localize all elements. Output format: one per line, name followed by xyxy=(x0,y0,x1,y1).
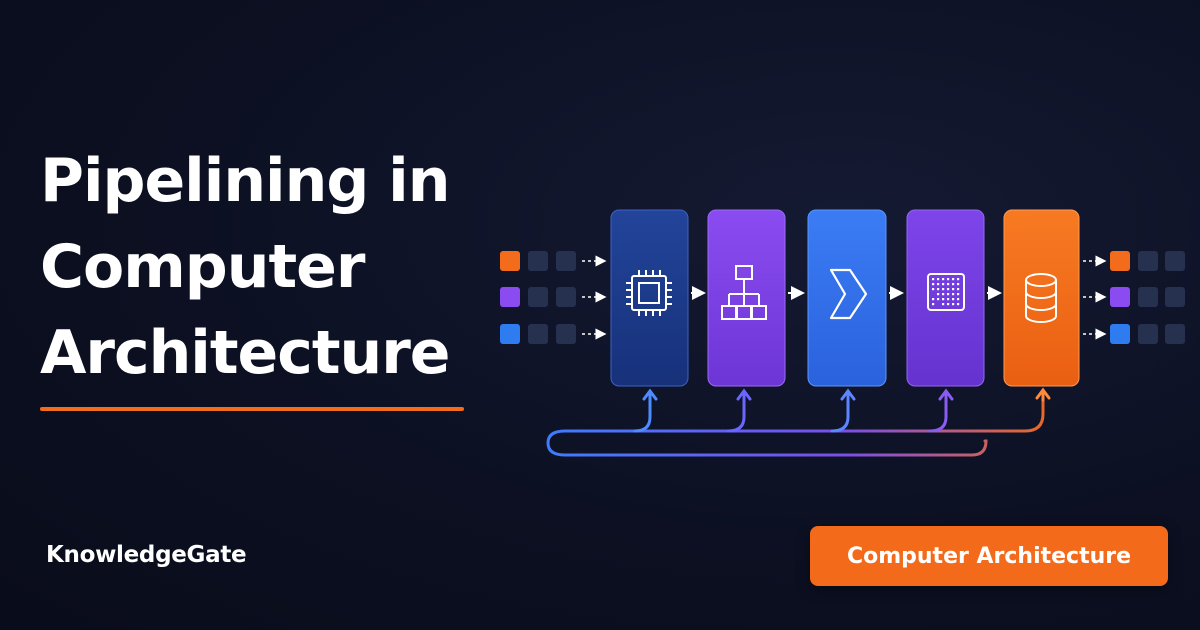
chip-dot xyxy=(932,278,935,281)
chip-dot xyxy=(942,298,945,301)
title-line-1: Pipelining in xyxy=(40,146,450,216)
chip-dot xyxy=(952,288,955,291)
output-square-purple xyxy=(1110,287,1130,307)
chip-dot xyxy=(932,283,935,286)
input-square-empty xyxy=(528,324,548,344)
page-title: Pipelining in Computer Architecture xyxy=(40,138,450,396)
pipeline-stage-3 xyxy=(807,209,887,387)
feedback-loop xyxy=(546,387,1051,457)
output-square-orange xyxy=(1110,251,1130,271)
chip-dot xyxy=(957,288,960,291)
chip-dot xyxy=(942,303,945,306)
output-square-empty xyxy=(1138,287,1158,307)
chip-dot xyxy=(932,298,935,301)
chip-dot xyxy=(947,278,950,281)
chip-dot xyxy=(947,303,950,306)
chip-dot xyxy=(957,293,960,296)
chip-dot xyxy=(937,283,940,286)
chip-dot xyxy=(957,298,960,301)
chip-dot xyxy=(952,283,955,286)
chip-dot xyxy=(947,293,950,296)
output-square-empty xyxy=(1165,324,1185,344)
chip-dot xyxy=(937,288,940,291)
pipeline-stage-4 xyxy=(906,209,985,387)
input-square-empty xyxy=(556,251,576,271)
chip-dot xyxy=(937,298,940,301)
chip-dot xyxy=(947,298,950,301)
input-square-empty xyxy=(556,287,576,307)
output-square-empty xyxy=(1165,251,1185,271)
hierarchy-icon xyxy=(721,265,767,320)
chip-dot xyxy=(952,293,955,296)
chip-dot xyxy=(947,288,950,291)
chip-dot xyxy=(952,298,955,301)
output-square-empty xyxy=(1138,324,1158,344)
chip-dot xyxy=(942,278,945,281)
dot-grid-chip-icon xyxy=(927,273,965,311)
topic-tag-button[interactable]: Computer Architecture xyxy=(810,526,1168,586)
input-square-empty xyxy=(528,287,548,307)
chip-dot xyxy=(947,283,950,286)
cpu-chip-icon xyxy=(626,270,672,316)
chip-dot xyxy=(932,288,935,291)
chip-dot xyxy=(942,288,945,291)
input-square-empty xyxy=(556,324,576,344)
pipeline-stage-1 xyxy=(610,209,689,387)
arrow-chevron-icon xyxy=(829,268,868,320)
chip-dot xyxy=(937,293,940,296)
chip-dot xyxy=(937,278,940,281)
chip-dot xyxy=(942,293,945,296)
input-square-empty xyxy=(528,251,548,271)
database-icon xyxy=(1025,273,1057,323)
chip-dot xyxy=(952,278,955,281)
title-line-3: Architecture xyxy=(40,318,450,388)
pipeline-stage-2 xyxy=(707,209,786,387)
output-queue xyxy=(1083,251,1185,344)
brand-name: KnowledgeGate xyxy=(46,542,247,568)
input-square-blue xyxy=(500,324,520,344)
pipeline-stage-5 xyxy=(1003,209,1080,387)
input-square-orange xyxy=(500,251,520,271)
input-square-purple xyxy=(500,287,520,307)
chip-dot xyxy=(942,283,945,286)
chip-dot xyxy=(952,303,955,306)
chip-dot xyxy=(957,283,960,286)
chip-dot xyxy=(957,303,960,306)
output-square-blue xyxy=(1110,324,1130,344)
title-line-2: Computer xyxy=(40,232,365,302)
output-square-empty xyxy=(1138,251,1158,271)
chip-dot xyxy=(932,303,935,306)
chip-dot xyxy=(957,278,960,281)
output-square-empty xyxy=(1165,287,1185,307)
title-underline xyxy=(40,407,464,411)
input-queue xyxy=(500,251,607,344)
